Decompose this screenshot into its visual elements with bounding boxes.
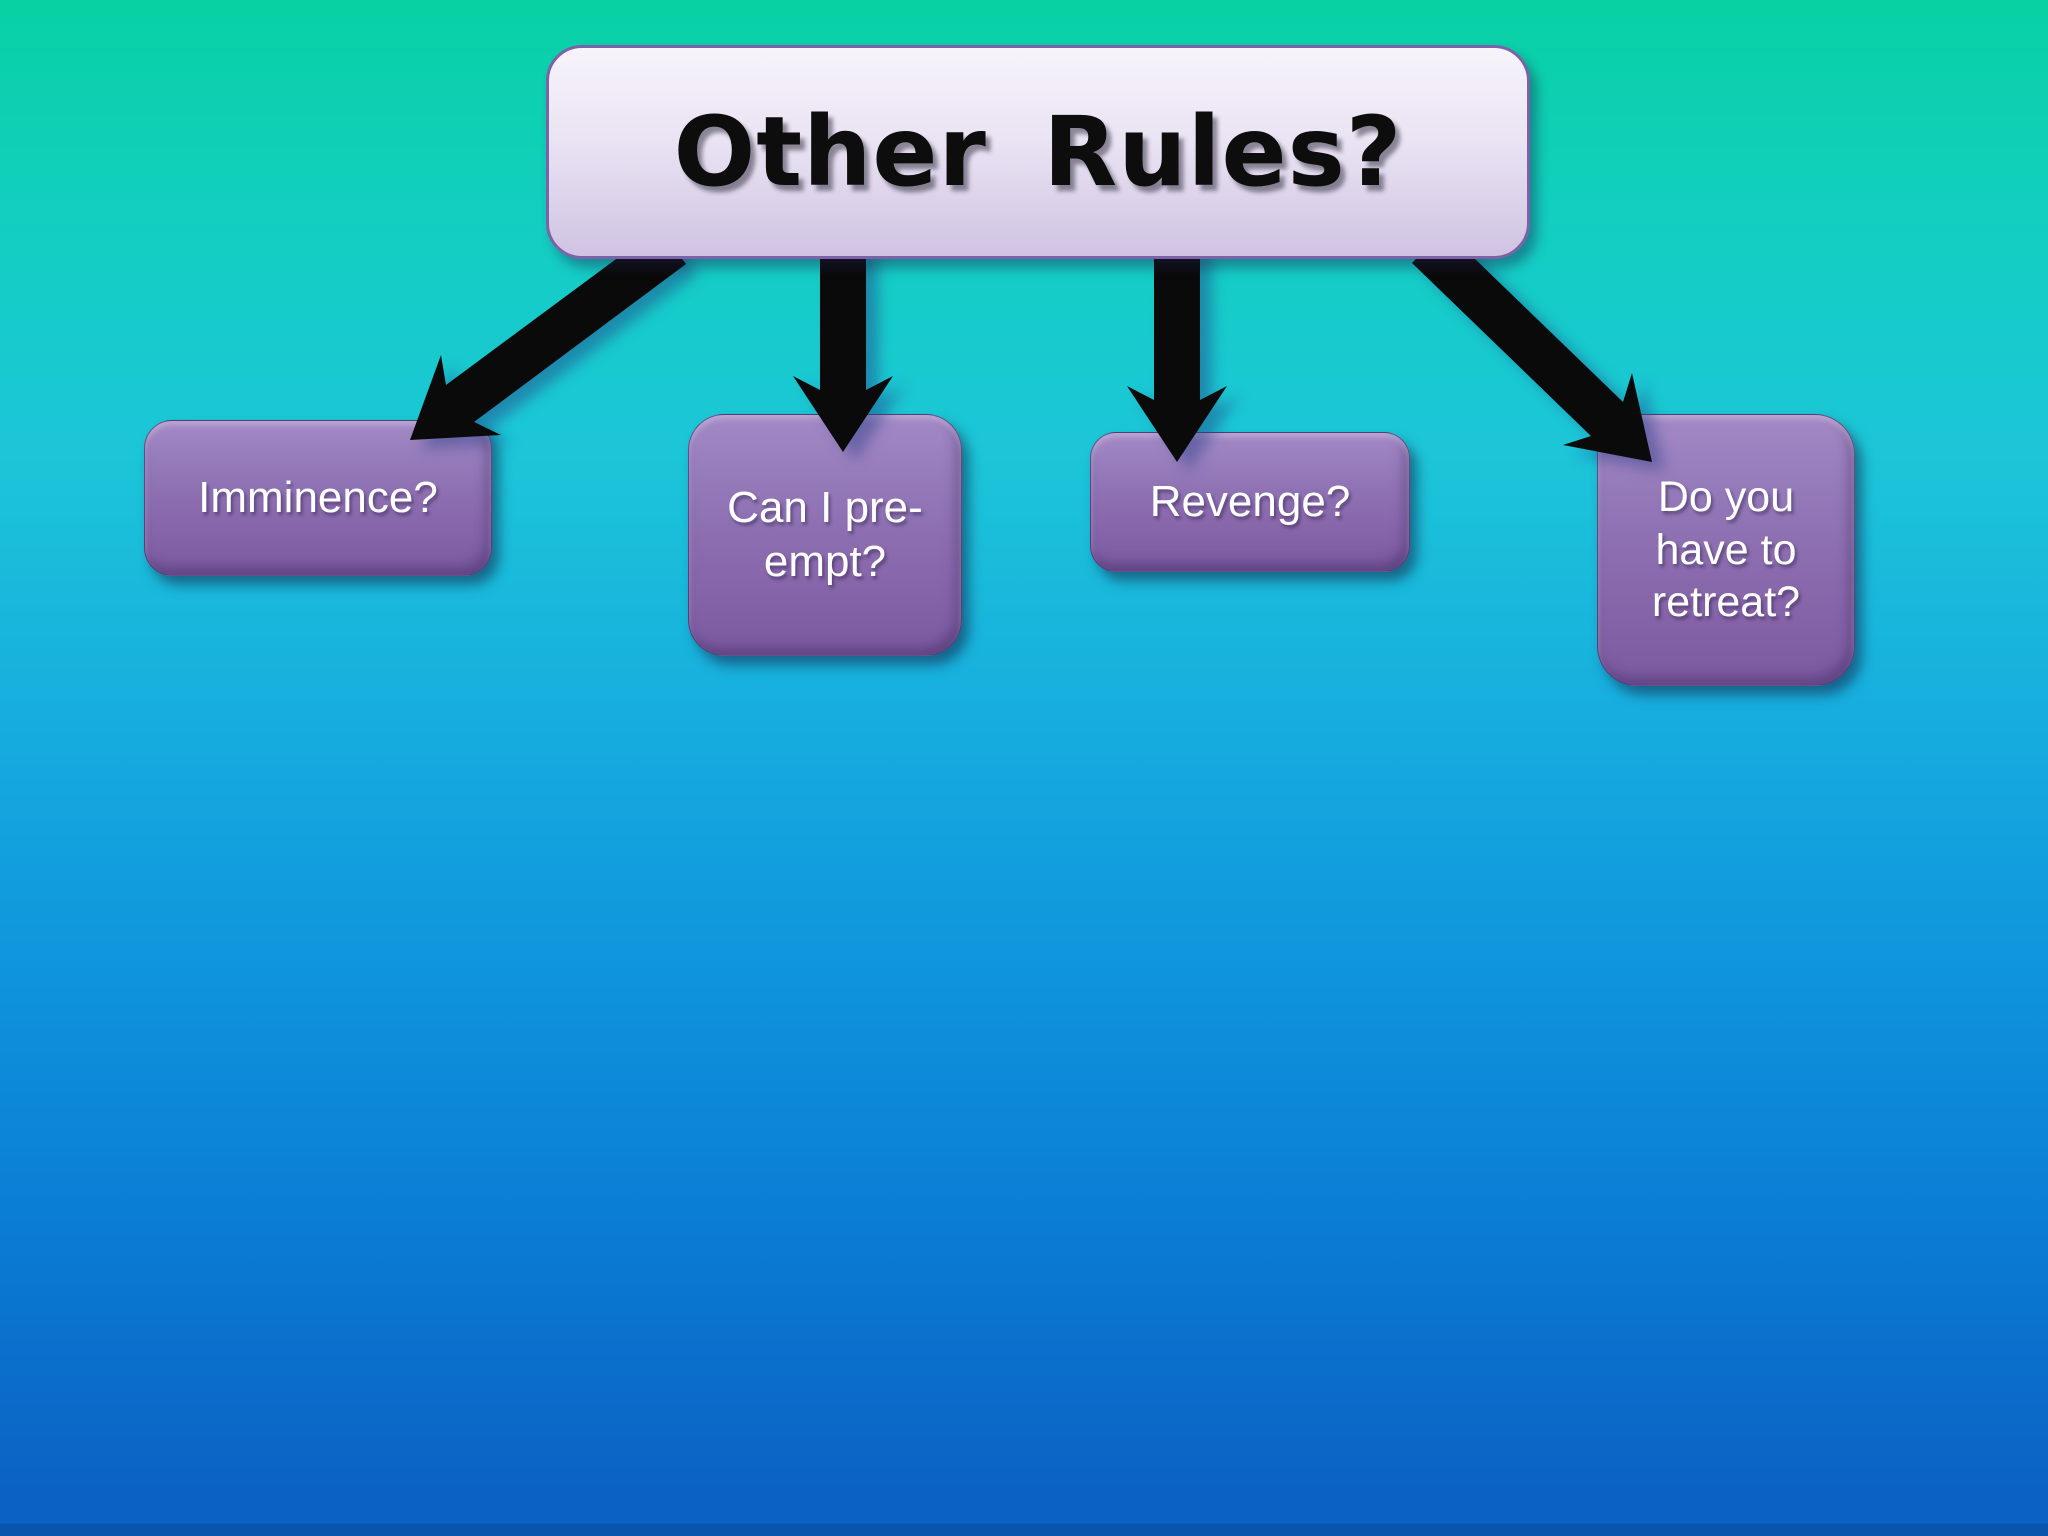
- node-retreat-label: Do you have to retreat?: [1651, 473, 1801, 627]
- arrow-to-revenge: [1127, 246, 1227, 462]
- node-imminence-label: Imminence?: [198, 473, 438, 523]
- node-preempt: Can I pre-empt?: [688, 414, 962, 656]
- node-revenge-label: Revenge?: [1149, 477, 1351, 527]
- node-revenge: Revenge?: [1090, 432, 1410, 572]
- node-imminence: Imminence?: [144, 420, 492, 576]
- node-preempt-label: Can I pre-empt?: [727, 483, 923, 586]
- title-node: Other Rules?: [546, 45, 1530, 259]
- arrow-to-imminence: [410, 228, 686, 440]
- slide-title: Other Rules?: [673, 96, 1403, 208]
- node-retreat: Do you have to retreat?: [1597, 414, 1855, 686]
